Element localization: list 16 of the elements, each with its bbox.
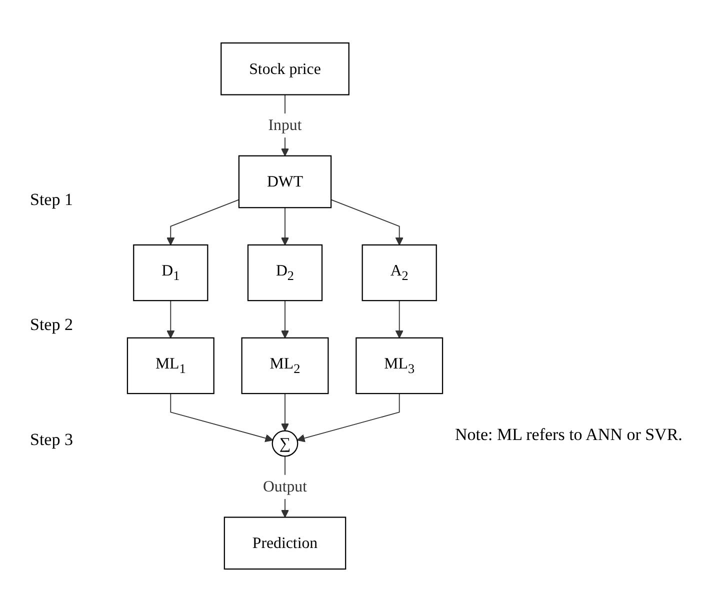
process-box: D$_{1}$ xyxy=(133,244,208,302)
step-label: Step 3 xyxy=(30,430,73,450)
process-box: ML$_{3}$ xyxy=(356,337,444,394)
step-label: Step 2 xyxy=(30,315,73,335)
note-text: Note: ML refers to ANN or SVR. xyxy=(455,425,682,444)
process-box: Stock price xyxy=(220,42,350,96)
process-box: Prediction xyxy=(224,516,346,570)
step-label: Step 1 xyxy=(30,190,73,210)
process-box: D$_{2}$ xyxy=(247,244,323,302)
process-box: DWT xyxy=(238,155,332,208)
process-box: A$_{2}$ xyxy=(362,244,437,302)
edge-label: Input xyxy=(268,113,302,138)
process-box: ML$_{1}$ xyxy=(126,337,214,394)
sum-circle: ∑ xyxy=(272,430,298,457)
edge-label: Output xyxy=(262,474,308,499)
process-box: ML$_{2}$ xyxy=(241,337,329,394)
